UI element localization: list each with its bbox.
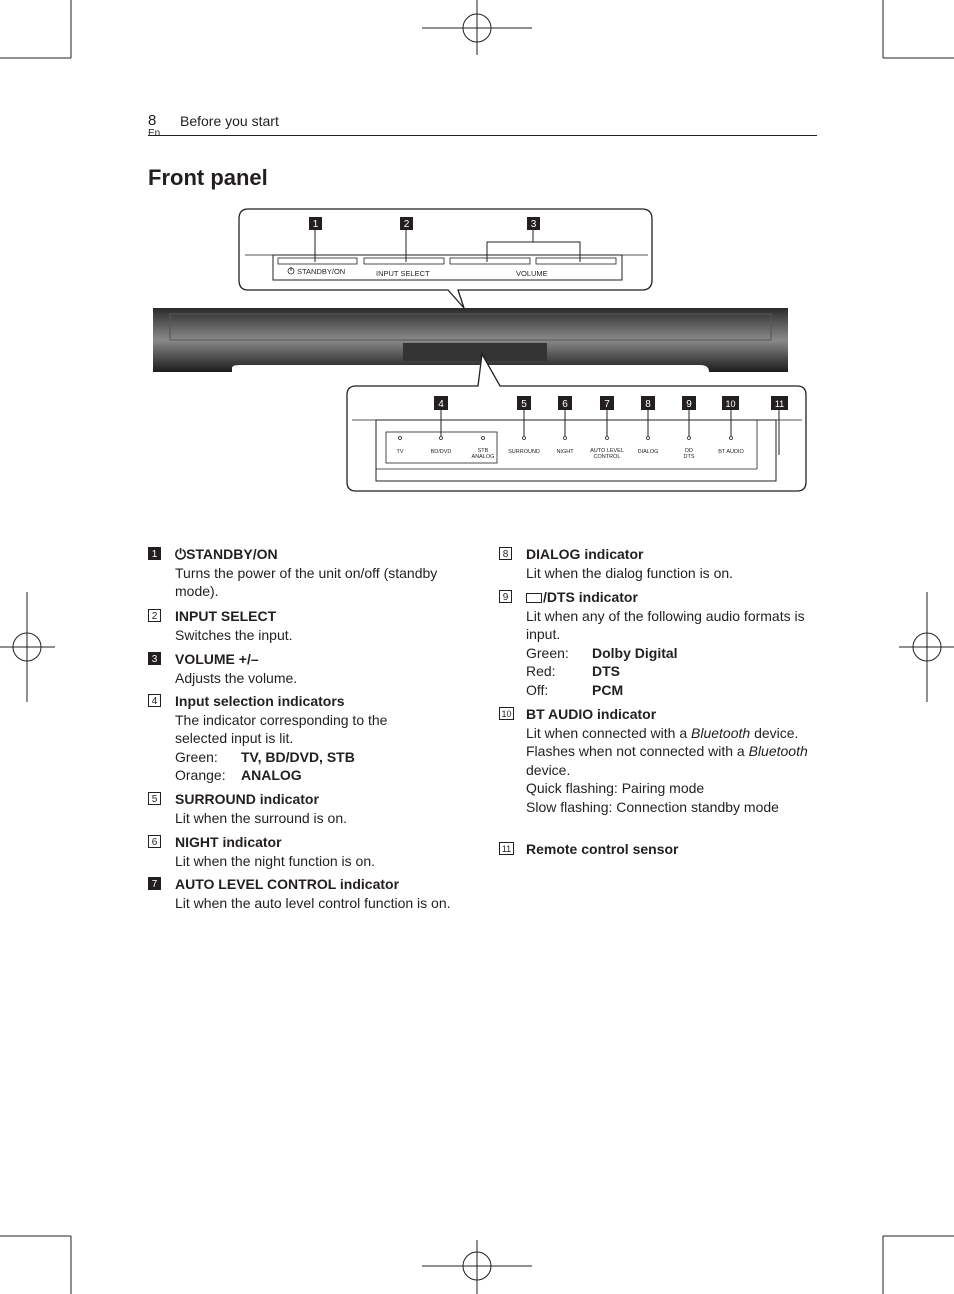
item-title: Remote control sensor: [526, 841, 679, 857]
language-code: En: [148, 128, 161, 139]
item-number: 11: [499, 842, 514, 855]
item-title: AUTO LEVEL CONTROL indicator: [175, 876, 400, 892]
item-number: 3: [148, 652, 161, 665]
power-icon: ⏻: [175, 546, 187, 562]
callout-2: 2: [404, 219, 410, 230]
soundbar-grille: [169, 313, 772, 341]
item-desc: Lit when the night function is on.: [175, 852, 376, 869]
item-title: NIGHT indicator: [175, 834, 282, 850]
item-desc: Lit when the dialog function is on.: [526, 564, 734, 581]
item-desc: Lit when the auto level control function…: [175, 894, 451, 911]
callout-8: 8: [645, 399, 651, 410]
item-desc: Slow flashing: Connection standby mode: [526, 798, 779, 815]
item-desc: Quick flashing: Pairing mode: [526, 780, 705, 796]
label-standby: STANDBY/ON: [297, 267, 345, 276]
item-desc: Lit when the surround is on.: [175, 809, 347, 826]
label-dts: DTS: [684, 454, 695, 460]
item-number: 4: [148, 694, 161, 707]
callout-5: 5: [521, 399, 527, 410]
label-input-select: INPUT SELECT: [376, 269, 430, 278]
item-desc: The indicator corresponding to the selec…: [175, 711, 388, 747]
callout-11: 11: [775, 399, 784, 409]
item-title: DIALOG indicator: [526, 546, 644, 562]
item-title: SURROUND indicator: [175, 791, 319, 807]
item-number: 8: [499, 547, 512, 560]
item-desc: Turns the power of the unit on/off (stan…: [175, 564, 438, 600]
page-number: 8: [148, 112, 157, 129]
item-title: STANDBY/ON: [186, 546, 278, 562]
item-desc: Adjusts the volume.: [175, 669, 298, 686]
item-number: 1: [148, 547, 161, 560]
label-stb: STB: [478, 448, 489, 454]
callout-9: 9: [686, 399, 692, 410]
callout-3: 3: [531, 219, 537, 230]
item-desc: Switches the input.: [175, 626, 293, 643]
page-title: Front panel: [148, 165, 268, 190]
item-number: 2: [148, 609, 161, 622]
front-panel-diagram: 1 2 3 STANDBY/ON INPUT SELECT VOLUME TV …: [153, 208, 807, 492]
label-bt-audio: BT AUDIO: [718, 449, 744, 455]
display-window: [403, 343, 547, 361]
header-rule: [148, 135, 817, 136]
callout-4: 4: [438, 399, 444, 410]
dolby-icon: [526, 593, 542, 603]
item-number: 7: [148, 877, 161, 890]
item-title: VOLUME +/–: [175, 651, 259, 667]
label-dolby-icon: DD: [685, 448, 693, 454]
label-surround: SURROUND: [508, 449, 540, 455]
callout-6: 6: [562, 399, 568, 410]
item-number: 10: [499, 707, 514, 720]
section-title: Before you start: [180, 113, 279, 129]
item-title: /DTS indicator: [543, 589, 638, 605]
item-number: 5: [148, 792, 161, 805]
label-night: NIGHT: [556, 449, 574, 455]
item-title: INPUT SELECT: [175, 608, 277, 624]
item-desc: Flashes when not connected with a Blueto…: [526, 743, 808, 778]
item-title: BT AUDIO indicator: [526, 706, 657, 722]
label-auto-level: AUTO LEVEL: [590, 448, 624, 454]
label-analog: ANALOG: [472, 454, 495, 460]
label-control: CONTROL: [594, 454, 621, 460]
item-desc: Lit when connected with a Bluetooth devi…: [526, 724, 799, 741]
item-title: Input selection indicators: [175, 693, 345, 709]
callout-7: 7: [604, 399, 610, 410]
callout-1: 1: [313, 219, 319, 230]
item-number: 9: [499, 590, 512, 603]
label-dialog: DIALOG: [638, 449, 659, 455]
item-number: 6: [148, 835, 161, 848]
label-volume: VOLUME: [516, 269, 548, 278]
item-desc: Lit when any of the following audio form…: [526, 607, 805, 643]
label-bddvd: BD/DVD: [431, 449, 452, 455]
label-tv: TV: [396, 449, 403, 455]
callout-10: 10: [725, 399, 735, 409]
